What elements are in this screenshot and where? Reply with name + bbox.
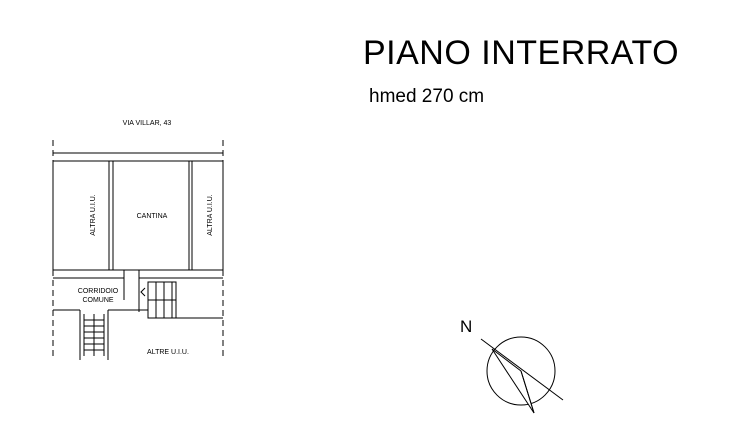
room-label-right-unit: ALTRA U.I.U. [207, 194, 214, 236]
plan-height-note: hmed 270 cm [369, 86, 485, 107]
door-arrow-icon [140, 287, 146, 297]
plan-title: PIANO INTERRATO [363, 34, 680, 72]
room-label-corridor-line2: COMUNE [82, 297, 113, 304]
left-unit-outline [52, 160, 110, 271]
plan-outline [52, 140, 224, 360]
room-label-bottom-units: ALTRE U.I.U. [147, 349, 189, 356]
room-label-corridor-line1: CORRIDOIO [78, 288, 119, 295]
room-label-cantina: CANTINA [137, 213, 168, 220]
north-arrow-icon: N [460, 317, 564, 414]
room-label-left-unit: ALTRA U.I.U. [90, 194, 97, 236]
north-label: N [460, 317, 472, 336]
street-label: VIA VILLAR, 43 [123, 120, 172, 127]
